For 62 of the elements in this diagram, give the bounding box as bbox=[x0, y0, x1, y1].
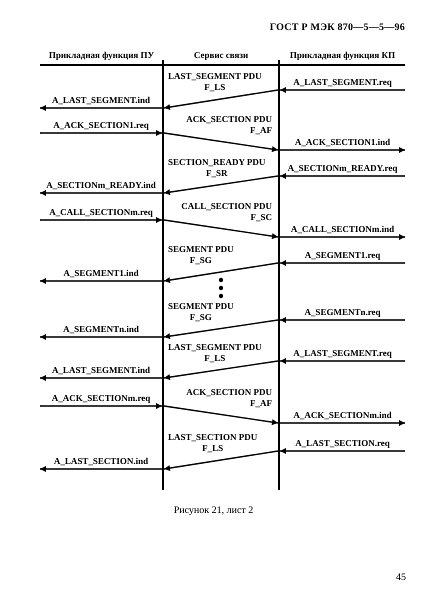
arrow bbox=[280, 448, 405, 454]
edge-label: A_CALL_SECTIONm.req bbox=[48, 207, 154, 218]
column-heading: Прикладная функция КП bbox=[288, 49, 396, 62]
arrow bbox=[280, 420, 405, 426]
edge-label: A_SEGMENTn.req bbox=[303, 307, 382, 318]
edge-label: A_CALL_SECTIONm.ind bbox=[290, 224, 396, 235]
arrow bbox=[280, 317, 405, 323]
caption: Рисунок 21, лист 2 bbox=[172, 504, 254, 518]
arrow bbox=[164, 175, 278, 196]
edge-label: A_SEGMENT1.req bbox=[304, 250, 382, 261]
edge-label: SECTION_READY PDU F_SR bbox=[168, 157, 266, 179]
arrow bbox=[280, 87, 405, 93]
arrow bbox=[164, 89, 278, 110]
arrow bbox=[164, 360, 278, 380]
edge-label: ACK_SECTION PDU F_AF bbox=[186, 114, 272, 136]
arrow bbox=[40, 217, 162, 223]
edge-label: LAST_SECTION PDU F_LS bbox=[168, 432, 258, 454]
edge-label: A_LAST_SEGMENT.ind bbox=[50, 365, 152, 376]
lifeline bbox=[278, 60, 280, 490]
edge-label: A_SECTIONm_READY.req bbox=[286, 163, 398, 174]
arrow bbox=[40, 190, 162, 196]
edge-label: A_SEGMENTn.ind bbox=[62, 324, 140, 335]
arrow bbox=[280, 147, 405, 153]
edge-label: A_LAST_SEGMENT.req bbox=[292, 77, 393, 88]
arrow bbox=[40, 375, 162, 381]
edge-label: A_ACK_SECTION1.ind bbox=[294, 137, 392, 148]
arrow bbox=[40, 130, 162, 136]
edge-label: LAST_SEGMENT PDU F_LS bbox=[168, 71, 262, 93]
arrow bbox=[164, 319, 278, 340]
edge-label: A_LAST_SEGMENT.req bbox=[292, 348, 393, 359]
arrow bbox=[280, 173, 405, 179]
column-heading: Прикладная функция ПУ bbox=[48, 49, 156, 62]
lifeline bbox=[162, 60, 164, 490]
page-header: ГОСТ Р МЭК 870—5—5—96 bbox=[270, 21, 405, 35]
page-number: 45 bbox=[396, 571, 406, 585]
edge-label: A_ACK_SECTIONm.req bbox=[50, 393, 152, 404]
arrow bbox=[164, 450, 278, 472]
edge-label: A_LAST_SECTION.ind bbox=[52, 456, 150, 467]
arrow bbox=[164, 219, 278, 240]
arrow bbox=[40, 334, 162, 340]
arrow bbox=[40, 403, 162, 409]
arrow bbox=[164, 262, 278, 284]
arrow bbox=[40, 466, 162, 472]
arrow bbox=[280, 358, 405, 364]
arrow bbox=[40, 278, 162, 284]
edge-label: LAST_SEGMENT PDU F_LS bbox=[168, 342, 262, 364]
edge-label: ACK_SECTION PDU F_AF bbox=[186, 387, 272, 409]
edge-label: A_LAST_SEGMENT.ind bbox=[50, 95, 152, 106]
arrow bbox=[280, 234, 405, 240]
edge-label: CALL_SECTION PDU F_SC bbox=[181, 201, 272, 223]
edge-label: SEGMENT PDU F_SG bbox=[168, 301, 234, 323]
edge-label: A_ACK_SECTION1.req bbox=[52, 120, 150, 131]
edge-label: A_LAST_SECTION.req bbox=[294, 438, 391, 449]
edge-label: A_SEGMENT1.ind bbox=[62, 268, 140, 279]
edge-label: A_SECTIONm_READY.ind bbox=[45, 180, 157, 191]
edge-label: A_ACK_SECTIONm.ind bbox=[292, 410, 393, 421]
arrow bbox=[164, 132, 278, 152]
arrow bbox=[164, 405, 278, 426]
arrow bbox=[40, 105, 162, 111]
arrow bbox=[280, 260, 405, 266]
column-heading: Сервис связи bbox=[192, 49, 250, 62]
edge-label: SEGMENT PDU F_SG bbox=[168, 244, 234, 266]
